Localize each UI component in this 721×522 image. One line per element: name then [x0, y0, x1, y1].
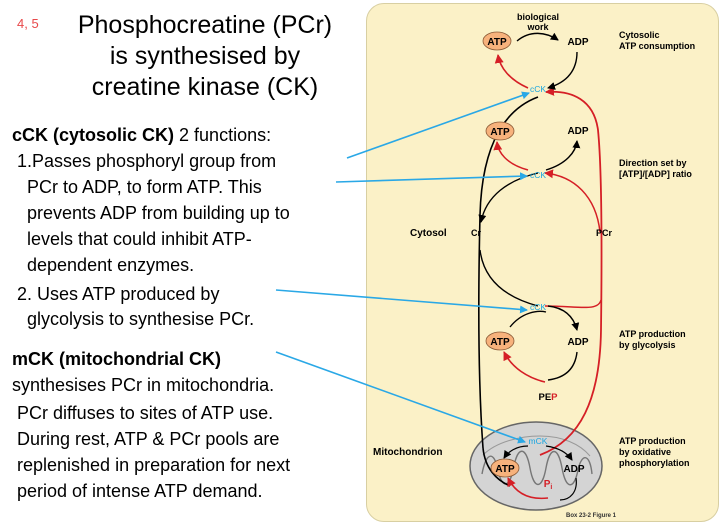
cytosolic-consumption-label: Cytosolic [619, 30, 660, 40]
adp-label: ADP [567, 37, 588, 48]
adp-to-pi-curve [559, 477, 577, 501]
cck-label: cCK [530, 170, 546, 180]
pi-to-atp-arrow [507, 477, 549, 500]
atp-badge: ATP [482, 31, 512, 51]
direction-label: [ATP]/[ADP] ratio [619, 169, 692, 179]
cck-heading-rest: 2 functions: [174, 125, 272, 145]
mid-cck-to-atp-arrow [493, 141, 529, 171]
oxphos-label: phosphorylation [619, 458, 690, 468]
mck-line: period of intense ATP demand. [17, 481, 263, 501]
pcr-upper-branch [544, 169, 601, 233]
title-line: is synthesised by [109, 42, 301, 70]
mck-label: mCK [529, 436, 548, 446]
glycolysis-label: ATP production [619, 329, 686, 339]
atp-label: ATP [490, 127, 510, 138]
atp-label: ATP [495, 464, 515, 475]
biological-work-label: work [526, 22, 549, 32]
adp-label: ADP [563, 464, 584, 475]
atp-badge: ATP [490, 458, 520, 478]
cck-point1-line: 1.Passes phosphoryl group from [17, 151, 277, 171]
pep-to-atp-arrow [503, 351, 546, 383]
cck-heading-line: cCK (cytosolic CK) 2 functions: [12, 124, 271, 147]
pcr-lower-branch [544, 299, 602, 309]
cck-label: cCK [530, 84, 546, 94]
adp-to-cck-arrow [547, 51, 578, 90]
glyco-atp-to-cck [509, 310, 547, 328]
title-line: creatine kinase (CK) [91, 73, 319, 101]
oxphos-label: by oxidative [619, 447, 671, 457]
cr-upper-branch [478, 172, 539, 223]
mck-line: synthesises PCr in mitochondria. [12, 375, 275, 395]
mck-line: During rest, ATP & PCr pools are [17, 429, 280, 449]
mitochondrion-label: Mitochondrion [373, 447, 442, 458]
mck-line: PCr diffuses to sites of ATP use. [17, 403, 274, 423]
cck-point1-line: PCr to ADP, to form ATP. This [27, 177, 262, 197]
pcr-main-path [539, 86, 603, 456]
glyco-cck-to-adp [547, 305, 580, 331]
pi-label: Pi [544, 479, 553, 491]
atp-badge: ATP [485, 331, 515, 351]
slide-title: Phosphocreatine (PCr) is synthesised by … [55, 10, 355, 103]
work-arrow [516, 32, 559, 42]
slide-number: 4, 5 [17, 16, 39, 31]
atp-badge: ATP [485, 121, 515, 141]
pointer-line-cck-middle [335, 172, 528, 183]
cr-lower-branch [479, 249, 539, 307]
cck-point1-line: prevents ADP from building up to [27, 203, 290, 223]
cck-label: cCK [530, 302, 546, 312]
mck-heading: mCK (mitochondrial CK) [12, 349, 221, 369]
cck-to-atp-arrow [494, 54, 529, 89]
pointer-line-cck-glycolysis [275, 289, 528, 314]
adp-to-pep-curve [547, 351, 578, 381]
cck-heading: cCK (cytosolic CK) [12, 125, 175, 145]
cr-main-path [477, 96, 539, 449]
mid-cck-to-adp-arrow [545, 140, 581, 171]
cytosolic-consumption-label: ATP consumption [619, 41, 695, 51]
pcr-label: PCr [596, 228, 613, 238]
mck-to-atp-arrow [503, 445, 529, 459]
atp-label: ATP [490, 337, 510, 348]
cck-point1-line: levels that could inhibit ATP- [27, 229, 252, 249]
glycolysis-label: by glycolysis [619, 340, 676, 350]
atp-label: ATP [487, 37, 507, 48]
cytosol-label: Cytosol [410, 228, 447, 239]
cck-point2-line: 2. Uses ATP produced by [17, 284, 220, 304]
oxphos-label: ATP production [619, 436, 686, 446]
cck-point1-line: dependent enzymes. [27, 255, 195, 275]
pointer-line-mck [275, 351, 526, 444]
cck-point2-line: glycolysis to synthesise PCr. [27, 309, 255, 329]
adp-label: ADP [567, 126, 588, 137]
figure-caption: Box 23-2 Figure 1 [566, 513, 617, 519]
pointer-line-cck-top [346, 91, 530, 159]
pep-label: PEP [538, 392, 558, 403]
direction-label: Direction set by [619, 158, 687, 168]
mck-line: replenished in preparation for next [17, 455, 291, 475]
adp-label: ADP [567, 337, 588, 348]
biological-work-label: biological [517, 12, 559, 22]
title-line: Phosphocreatine (PCr) [77, 11, 333, 39]
mck-to-adp-arrow [545, 445, 573, 461]
cr-label: Cr [471, 228, 481, 238]
mitochondrion [469, 421, 603, 511]
cr-into-mito-path [482, 447, 511, 487]
